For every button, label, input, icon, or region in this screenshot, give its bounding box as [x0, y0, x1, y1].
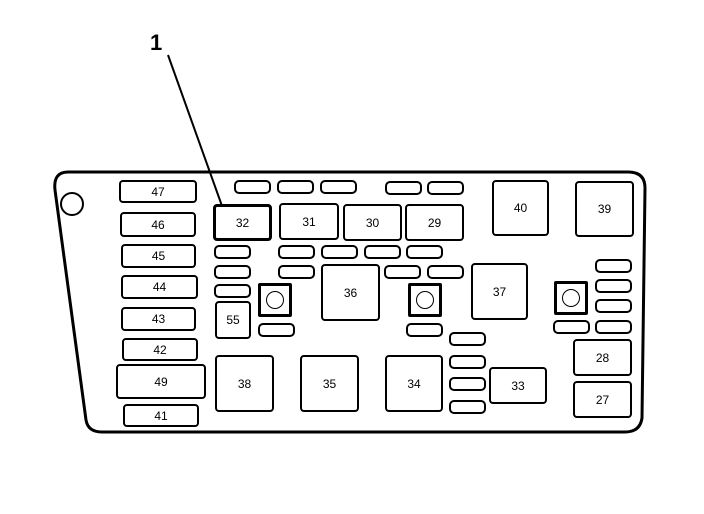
fuse-47: 47 — [119, 180, 197, 203]
slot — [595, 320, 632, 334]
slot — [449, 332, 486, 346]
relay-30: 30 — [343, 204, 402, 241]
relay-27: 27 — [573, 381, 632, 418]
terminal-stud-icon — [554, 281, 588, 315]
slot — [214, 284, 251, 298]
slot — [278, 245, 315, 259]
slot — [277, 180, 314, 194]
relay-38: 38 — [215, 355, 274, 412]
relay-39: 39 — [575, 181, 634, 237]
slot — [214, 245, 251, 259]
slot — [449, 377, 486, 391]
slot — [384, 265, 421, 279]
relay-31: 31 — [279, 203, 339, 240]
slot — [595, 299, 632, 313]
slot — [595, 259, 632, 273]
fuse-49: 49 — [116, 364, 206, 399]
relay-33: 33 — [489, 367, 547, 404]
fuse-41: 41 — [123, 404, 199, 427]
slot — [385, 181, 422, 195]
slot — [406, 245, 443, 259]
slot — [427, 265, 464, 279]
slot — [595, 279, 632, 293]
relay-34: 34 — [385, 355, 443, 412]
relay-35: 35 — [300, 355, 359, 412]
slot — [553, 320, 590, 334]
slot — [427, 181, 464, 195]
slot — [214, 265, 251, 279]
relay-29: 29 — [405, 204, 464, 241]
fuse-46: 46 — [120, 212, 196, 237]
fuse-55: 55 — [215, 301, 251, 339]
slot — [278, 265, 315, 279]
fuse-44: 44 — [121, 275, 198, 299]
slot — [258, 323, 295, 337]
relay-32: 32 — [213, 204, 272, 241]
fuse-43: 43 — [121, 307, 196, 331]
terminal-stud-icon — [408, 283, 442, 317]
callout-leader-line — [167, 54, 223, 207]
relay-28: 28 — [573, 339, 632, 376]
mounting-hole-icon — [60, 192, 84, 216]
relay-40: 40 — [492, 180, 549, 236]
fuse-42: 42 — [122, 338, 198, 361]
slot — [449, 400, 486, 414]
slot — [320, 180, 357, 194]
fuse-45: 45 — [121, 244, 196, 268]
slot — [321, 245, 358, 259]
terminal-stud-icon — [258, 283, 292, 317]
slot — [449, 355, 486, 369]
callout-number: 1 — [150, 30, 163, 55]
relay-36: 36 — [321, 264, 380, 321]
slot — [234, 180, 271, 194]
relay-37: 37 — [471, 263, 528, 320]
slot — [364, 245, 401, 259]
slot — [406, 323, 443, 337]
